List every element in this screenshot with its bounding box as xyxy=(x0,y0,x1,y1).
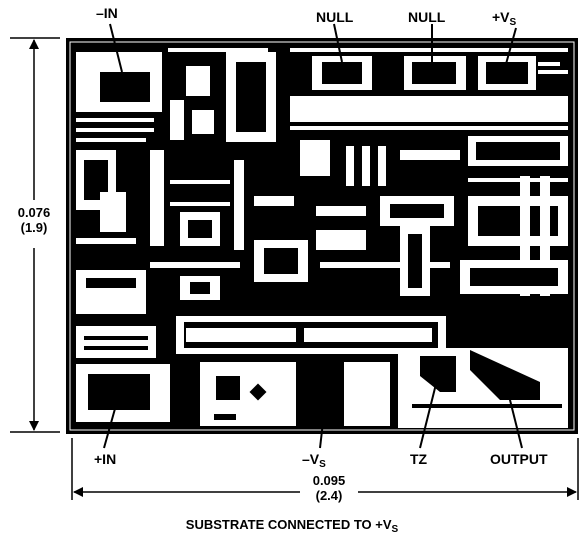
height-dimension xyxy=(10,37,60,433)
neg-in-text: –IN xyxy=(96,5,118,21)
null-1-label: NULL xyxy=(316,10,353,24)
neg-in-label: –IN xyxy=(96,6,118,20)
width-dimension xyxy=(71,438,579,500)
height-dim-label: 0.076 (1.9) xyxy=(4,205,64,236)
neg-vs-label: –VS xyxy=(302,452,326,470)
tz-text: TZ xyxy=(410,451,428,467)
pos-vs-label: +VS xyxy=(492,10,516,28)
neg-vs-subscript: S xyxy=(319,459,326,470)
pin-leaders xyxy=(103,23,523,449)
width-mm: (2.4) xyxy=(315,487,343,503)
pos-vs-text: +V xyxy=(492,9,510,25)
substrate-text: SUBSTRATE CONNECTED TO +V xyxy=(185,517,392,532)
output-text: OUTPUT xyxy=(490,451,548,467)
die-photo xyxy=(66,38,578,434)
pos-in-label: +IN xyxy=(94,452,116,466)
neg-vs-text: –V xyxy=(302,451,320,467)
substrate-caption: SUBSTRATE CONNECTED TO +VS xyxy=(0,518,584,535)
pos-vs-subscript: S xyxy=(509,17,517,28)
pos-in-text: +IN xyxy=(94,451,117,467)
null-2-label: NULL xyxy=(408,10,445,24)
null-1-text: NULL xyxy=(316,9,354,25)
width-inches: 0.095 xyxy=(312,473,346,488)
height-mm: (1.9) xyxy=(20,219,48,235)
height-inches: 0.076 xyxy=(17,205,51,220)
output-label: OUTPUT xyxy=(490,452,548,466)
width-dim-label: 0.095 (2.4) xyxy=(300,473,358,504)
tz-label: TZ xyxy=(410,452,427,466)
null-2-text: NULL xyxy=(408,9,446,25)
substrate-subscript: S xyxy=(391,524,399,535)
